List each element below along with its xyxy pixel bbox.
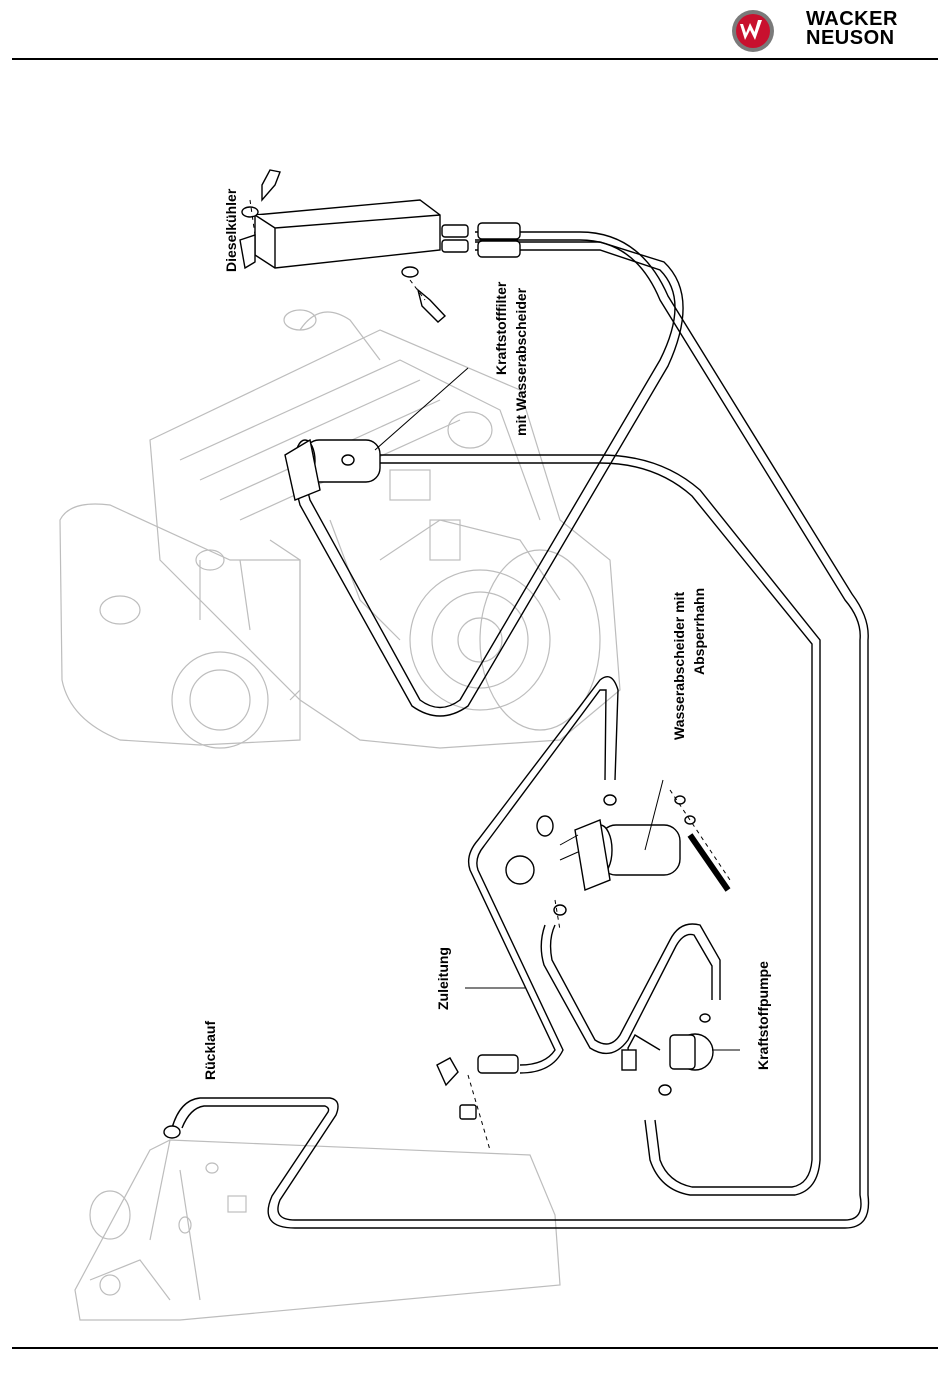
- logo-mark-icon: [730, 8, 776, 54]
- fuel-tank-illustration: [75, 1140, 560, 1320]
- assembly-dashes: [250, 200, 730, 1150]
- brand-line-2: NEUSON: [806, 29, 898, 48]
- wacker-neuson-logo: WACKER NEUSON: [730, 8, 945, 54]
- label-kraftstoffpumpe: Kraftstoffpumpe: [755, 961, 771, 1070]
- fuel-filter-part: [285, 440, 380, 500]
- engine-illustration: [60, 310, 620, 748]
- label-ruecklauf: Rücklauf: [202, 1021, 218, 1080]
- label-kraftstofffilter-2: mit Wasserabscheider: [513, 287, 529, 436]
- label-wasserabscheider-2: Absperrhahn: [691, 588, 707, 675]
- filter-lines: [290, 242, 820, 1195]
- water-separator-part: [506, 795, 728, 915]
- fuel-system-diagram: Dieselkühler Kraftstofffilter mit Wasser…: [0, 60, 950, 1345]
- diesel-cooler-part: [240, 170, 520, 322]
- label-kraftstofffilter-1: Kraftstofffilter: [493, 281, 509, 375]
- footer-rule: [12, 1347, 938, 1349]
- brand-name: WACKER NEUSON: [806, 10, 898, 48]
- label-wasserabscheider-1: Wasserabscheider mit: [671, 592, 687, 740]
- label-zuleitung: Zuleitung: [435, 947, 451, 1010]
- label-dieselkuehler: Dieselkühler: [223, 188, 239, 272]
